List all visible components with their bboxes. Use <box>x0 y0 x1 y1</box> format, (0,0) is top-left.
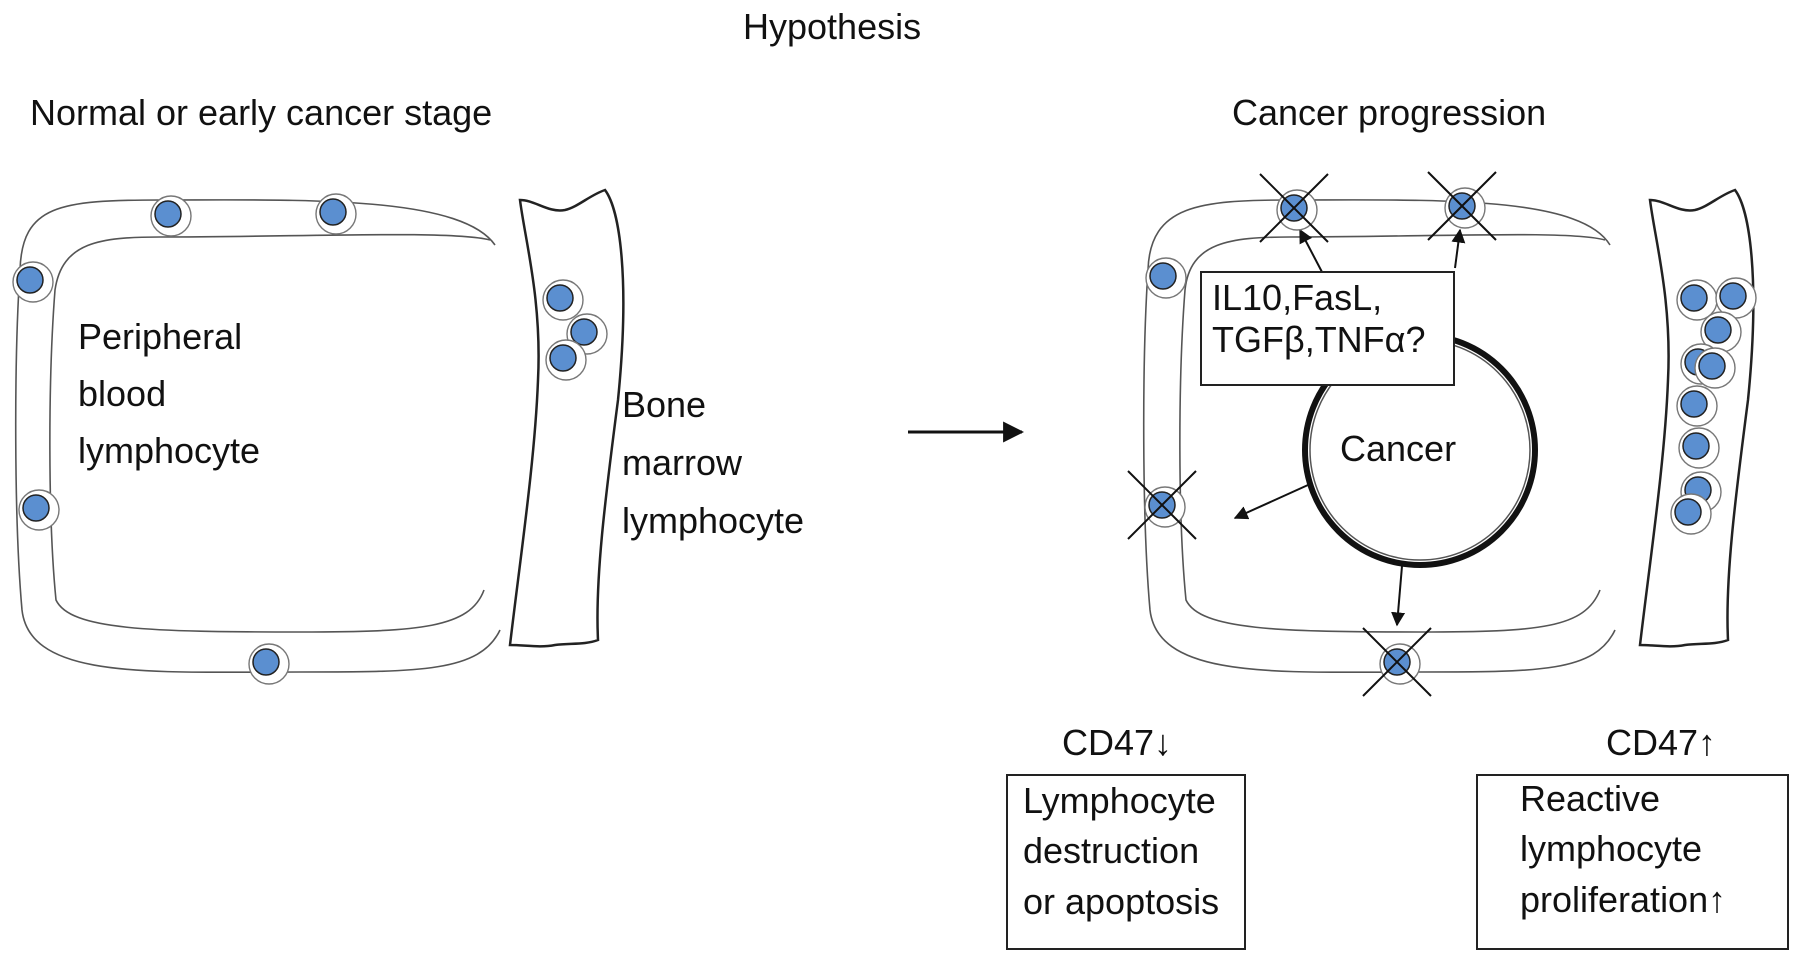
right-bm-lymphocyte <box>1700 311 1742 353</box>
left-stage-title: Normal or early cancer stage <box>30 92 493 133</box>
cytokine-arrow-top-right <box>1451 228 1466 269</box>
right-bone <box>1638 188 1755 648</box>
cytokine-factors-line2: TGFβ,TNFα? <box>1212 319 1426 361</box>
destruction-line3: or apoptosis <box>1023 880 1220 922</box>
right-stage-title: Cancer progression <box>1232 92 1547 133</box>
right-pb-lymphocyte <box>1427 171 1497 241</box>
destruction-cross-mark <box>1259 173 1329 243</box>
left-pb-lymphocyte <box>18 489 60 531</box>
left-bm-lymphocyte <box>545 339 587 381</box>
right-pb-lymphocyte <box>1145 257 1187 299</box>
right-pb-lymphocyte <box>1127 470 1197 540</box>
diagram-title: Hypothesis <box>743 6 922 47</box>
right-pb-lymphocyte <box>1362 627 1432 697</box>
cytokine-factors-box: IL10,FasL, TGFβ,TNFα? <box>1200 271 1455 386</box>
right-bm-lymphocyte <box>1670 493 1712 535</box>
left-blood-vessel <box>14 199 501 674</box>
cytokine-arrow-bottom <box>1391 565 1406 627</box>
destruction-cross-mark <box>1127 470 1197 540</box>
lymphocyte-destruction-box: Lymphocyte destruction or apoptosis <box>1006 774 1246 950</box>
bone-marrow-label-line1: Bone <box>622 384 707 425</box>
right-bm-lymphocyte <box>1694 347 1736 389</box>
lymphocyte-group <box>12 171 1757 697</box>
left-bm-lymphocyte <box>542 279 584 321</box>
destruction-cross-mark <box>1427 171 1497 241</box>
cd47-up-label: CD47↑ <box>1606 722 1717 763</box>
left-pb-lymphocyte <box>12 261 54 303</box>
proliferation-line1: Reactive <box>1520 778 1661 819</box>
proliferation-line3: proliferation↑ <box>1520 878 1727 920</box>
destruction-line1: Lymphocyte <box>1023 780 1216 821</box>
cytokine-arrow-left <box>1233 484 1309 520</box>
left-pb-lymphocyte <box>315 193 357 235</box>
peripheral-blood-label-line1: Peripheral <box>78 316 243 357</box>
right-blood-vessel <box>1142 199 1616 674</box>
destruction-line2: destruction <box>1023 830 1200 872</box>
right-bm-lymphocyte <box>1676 385 1718 427</box>
left-pb-lymphocyte <box>248 643 290 685</box>
cytokine-arrow-top-left <box>1299 228 1323 273</box>
cytokine-factors-line1: IL10,FasL, <box>1212 277 1383 318</box>
cd47-down-label: CD47↓ <box>1062 722 1173 763</box>
right-pb-lymphocyte <box>1259 173 1329 243</box>
right-bm-lymphocyte <box>1678 427 1720 469</box>
left-bone <box>508 188 625 648</box>
proliferation-line2: lymphocyte <box>1520 828 1703 870</box>
cancer-label: Cancer <box>1340 428 1457 469</box>
left-pb-lymphocyte <box>150 195 192 237</box>
destruction-cross-mark <box>1362 627 1432 697</box>
right-bm-lymphocyte <box>1676 279 1718 321</box>
peripheral-blood-label-line3: lymphocyte <box>78 430 261 471</box>
bone-marrow-label-line2: marrow <box>622 442 743 483</box>
reactive-proliferation-box: Reactive lymphocyte proliferation↑ <box>1476 774 1789 950</box>
peripheral-blood-label-line2: blood <box>78 373 167 414</box>
bone-marrow-label-line3: lymphocyte <box>622 500 805 541</box>
